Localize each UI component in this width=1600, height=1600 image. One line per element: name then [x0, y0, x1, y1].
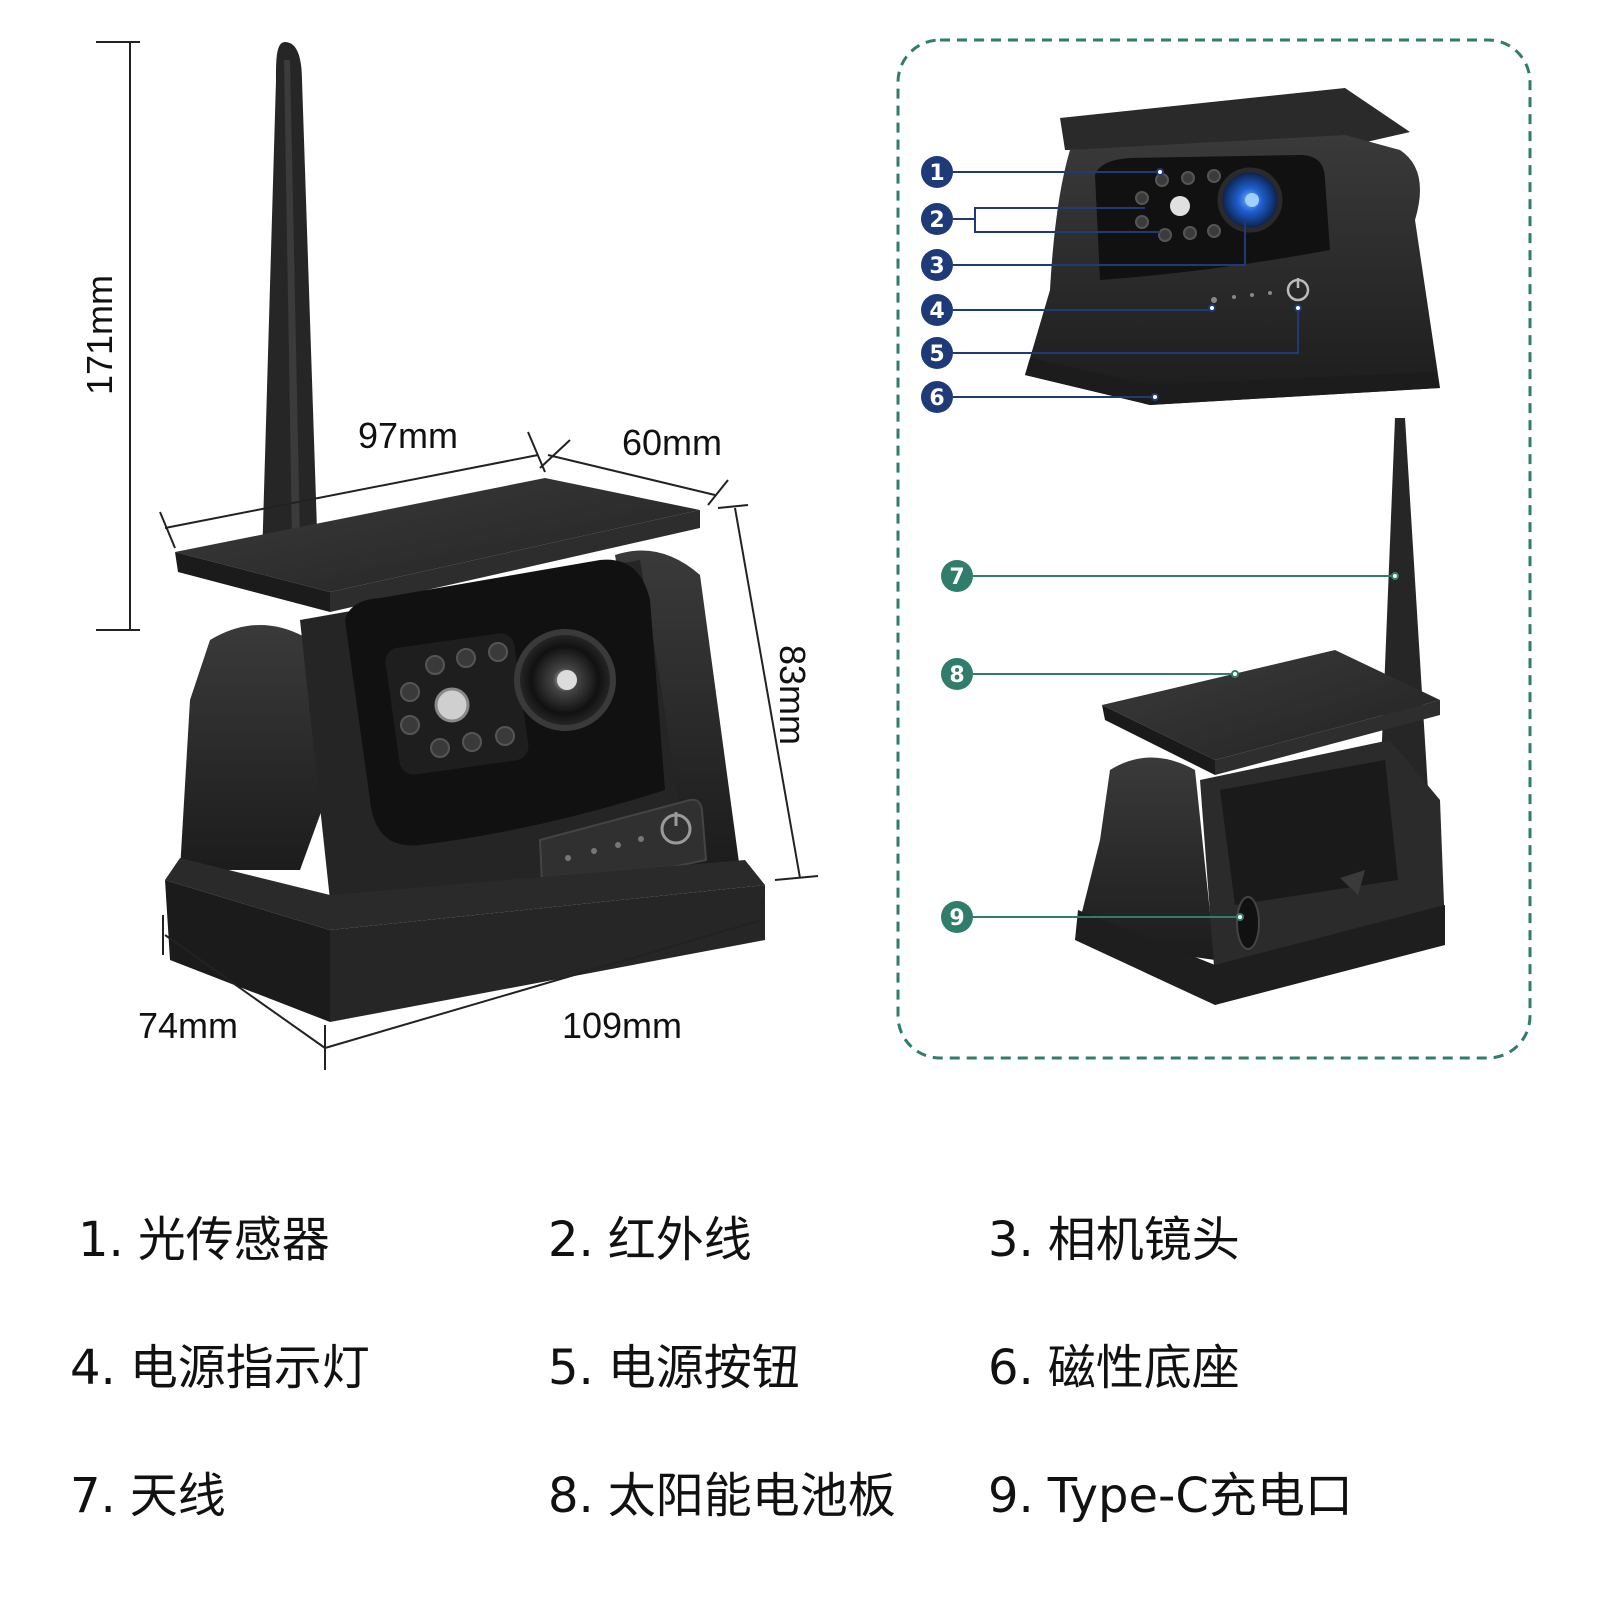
- ir-leds: [400, 642, 515, 758]
- svg-text:5: 5: [929, 342, 944, 367]
- svg-text:4: 4: [929, 299, 944, 324]
- product-diagram: 171mm 97mm 60mm: [79, 38, 1532, 1070]
- base-depth-dimension: 74mm: [138, 915, 326, 1070]
- panel-depth-dimension: 60mm: [539, 422, 729, 506]
- callout-9: 9: [941, 901, 973, 933]
- callout-1: 1: [921, 156, 953, 188]
- legend-item-4: 4.电源指示灯: [70, 1340, 370, 1396]
- detail-panel: 1 2 3 4 5 6: [896, 38, 1532, 1060]
- legend-item-2: 2.红外线: [548, 1212, 752, 1268]
- panel-width-dimension: 97mm: [159, 415, 546, 549]
- front-detail-view: [1025, 88, 1440, 405]
- svg-text:9: 9: [949, 906, 964, 931]
- height-dimension: 171mm: [79, 41, 140, 631]
- lower-leader-lines: [973, 575, 1395, 918]
- legend-item-5: 5.电源按钮: [548, 1340, 800, 1396]
- dim-panel-depth-label: 60mm: [622, 422, 722, 463]
- magnetic-base: [165, 858, 765, 1022]
- upper-leader-lines: [953, 171, 1299, 398]
- callout-markers-lower: 7 8 9: [941, 560, 973, 933]
- light-sensor: [434, 687, 470, 723]
- dim-body-height-label: 83mm: [772, 645, 813, 745]
- callout-2: 2: [921, 203, 953, 235]
- svg-text:2: 2: [929, 208, 944, 233]
- callout-7: 7: [941, 560, 973, 592]
- legend-item-6: 6.磁性底座: [988, 1340, 1240, 1396]
- callout-markers-upper: 1 2 3 4 5 6: [921, 156, 953, 413]
- rear-detail-view: [1075, 418, 1445, 1005]
- legend: 1.光传感器 2.红外线 3.相机镜头 4.电源指示灯 5.电源按钮 6.磁性底…: [0, 1180, 1600, 1560]
- callout-6: 6: [921, 381, 953, 413]
- callout-5: 5: [921, 337, 953, 369]
- solar-panel: [175, 478, 700, 612]
- svg-text:3: 3: [929, 254, 944, 279]
- legend-item-1: 1.光传感器: [78, 1212, 330, 1268]
- legend-item-8: 8.太阳能电池板: [548, 1468, 896, 1524]
- legend-item-7: 7.天线: [70, 1468, 226, 1524]
- dim-base-width-label: 109mm: [562, 1005, 682, 1046]
- base-width-dimension: 109mm: [324, 898, 763, 1049]
- legend-item-9: 9.Type-C充电口: [988, 1468, 1353, 1524]
- callout-4: 4: [921, 294, 953, 326]
- svg-text:7: 7: [949, 565, 964, 590]
- svg-text:1: 1: [929, 161, 944, 186]
- callout-3: 3: [921, 249, 953, 281]
- legend-item-3: 3.相机镜头: [988, 1212, 1240, 1268]
- callout-8: 8: [941, 658, 973, 690]
- dim-base-depth-label: 74mm: [138, 1005, 238, 1046]
- main-camera-view: 171mm 97mm 60mm: [79, 41, 819, 1070]
- camera-body: [165, 550, 765, 1022]
- svg-text:6: 6: [929, 386, 944, 411]
- lower-leader-dots: [1231, 572, 1399, 921]
- dim-height-total-label: 171mm: [79, 275, 120, 395]
- power-button: [660, 812, 692, 845]
- body-height-dimension: 83mm: [717, 504, 819, 881]
- upper-leader-dots: [1151, 168, 1302, 401]
- dim-panel-width-label: 97mm: [358, 415, 458, 456]
- antenna: [262, 42, 318, 560]
- power-indicator-leds: [565, 836, 644, 861]
- svg-text:8: 8: [949, 663, 964, 688]
